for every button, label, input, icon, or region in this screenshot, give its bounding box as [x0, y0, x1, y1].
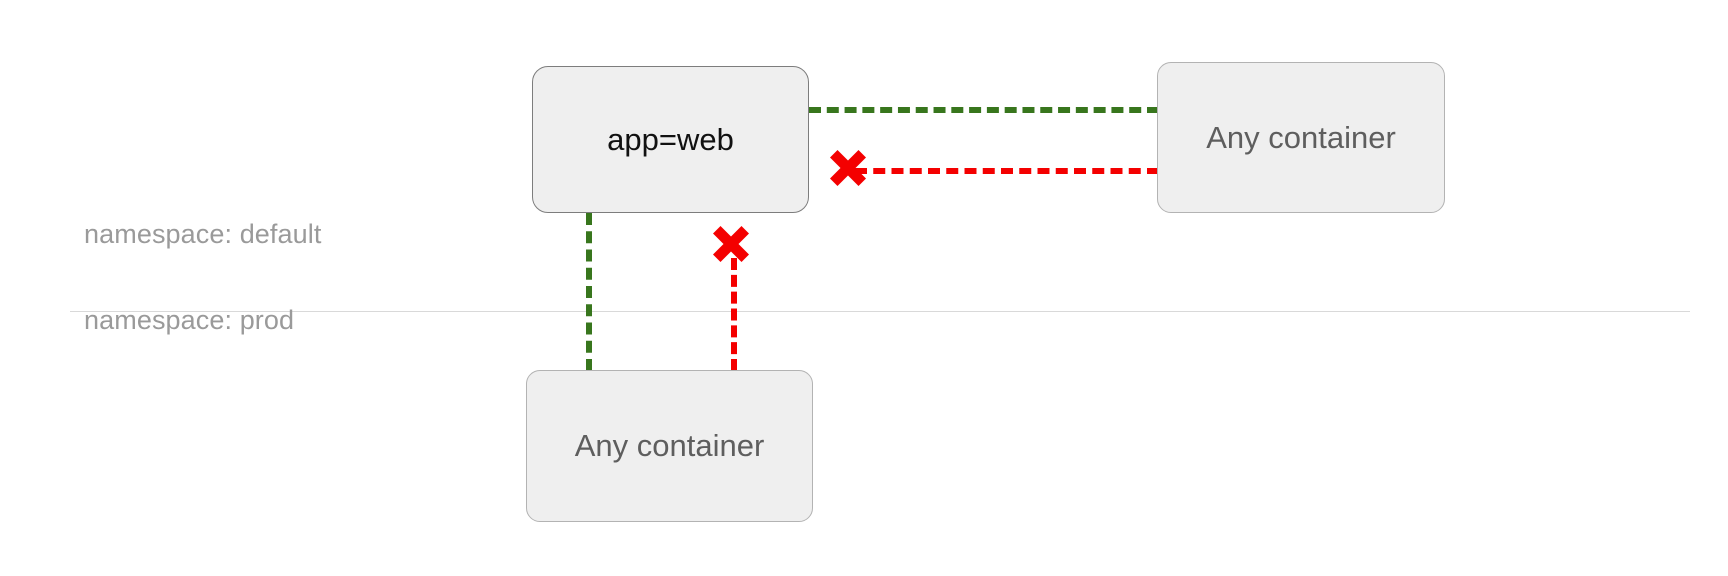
namespace-divider	[70, 311, 1690, 312]
deny-x-icon-right	[826, 146, 870, 190]
node-container-bottom[interactable]: Any container	[526, 370, 813, 522]
edge-container-bottom-to-app-web-deny	[731, 258, 737, 371]
node-container-right[interactable]: Any container	[1157, 62, 1445, 213]
node-container-bottom-label: Any container	[574, 428, 765, 463]
node-app-web-label: app=web	[607, 121, 734, 157]
edge-app-web-to-container-right-allow	[809, 107, 1159, 113]
edge-container-right-to-app-web-deny	[855, 168, 1159, 174]
namespace-label-prod: namespace: prod	[84, 305, 295, 335]
deny-x-icon-bottom	[709, 222, 753, 266]
edge-app-web-to-container-bottom-allow	[586, 213, 592, 371]
node-app-web[interactable]: app=web	[532, 66, 809, 213]
namespace-label-default: namespace: default	[84, 219, 322, 249]
node-container-right-label: Any container	[1206, 119, 1396, 155]
